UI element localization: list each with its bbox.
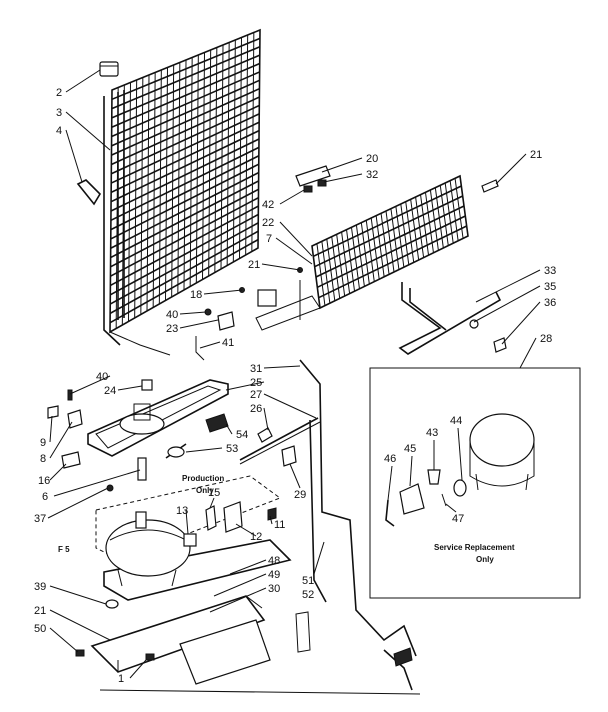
base-rule xyxy=(99,689,421,695)
callout-54: 54 xyxy=(236,429,248,441)
callout-49: 49 xyxy=(268,569,280,581)
callout-26: 26 xyxy=(250,403,262,415)
part-1-screw xyxy=(145,653,155,661)
callout-23: 23 xyxy=(166,323,178,335)
service-overload-44 xyxy=(453,479,467,497)
callout-11: 11 xyxy=(274,519,285,531)
callout-7: 7 xyxy=(266,233,272,245)
service-cap-43 xyxy=(427,469,441,485)
callout-48: 48 xyxy=(268,555,280,567)
callout-8: 8 xyxy=(40,453,46,465)
callout-9: 9 xyxy=(40,437,46,449)
frame-rail xyxy=(90,595,271,685)
service-clip-47 xyxy=(441,493,447,507)
note-production-only: Only xyxy=(196,486,214,495)
leader-lines xyxy=(47,69,541,679)
part-21-screw-top xyxy=(481,179,499,193)
callout-3: 3 xyxy=(56,107,62,119)
drain-pan xyxy=(87,379,229,457)
callout-45: 45 xyxy=(404,443,416,455)
evaporator-coil xyxy=(255,174,469,331)
note-service-replacement: Service Replacement xyxy=(434,543,515,552)
part-29-clamp xyxy=(281,445,297,467)
callout-25: 25 xyxy=(250,377,262,389)
callout-4: 4 xyxy=(56,125,62,137)
callout-20: 20 xyxy=(366,153,378,165)
callout-24: 24 xyxy=(104,385,116,397)
callout-42: 42 xyxy=(262,199,274,211)
callout-15: 15 xyxy=(208,487,220,499)
callout-32: 32 xyxy=(366,169,378,181)
part-24-fitting xyxy=(141,379,153,391)
callout-37: 37 xyxy=(34,513,46,525)
condenser-coil xyxy=(103,28,261,356)
callout-40-left: 40 xyxy=(96,371,108,383)
callout-50: 50 xyxy=(34,623,46,635)
compressor-base-plate xyxy=(95,475,292,601)
part-4-clip xyxy=(76,179,102,206)
service-wire-46 xyxy=(385,499,395,527)
service-compressor xyxy=(469,413,535,491)
compressor xyxy=(105,511,191,587)
mount-bracket xyxy=(195,267,303,361)
callout-21-bottom: 21 xyxy=(34,605,46,617)
callout-labels: 2 3 4 20 32 42 21 22 7 21 18 40 23 41 33… xyxy=(34,87,556,685)
part-40-screw xyxy=(67,389,73,401)
callout-46: 46 xyxy=(384,453,396,465)
note-fs: F 5 xyxy=(58,545,70,554)
callout-33: 33 xyxy=(544,265,556,277)
part-2-block xyxy=(99,61,119,77)
service-relay-45 xyxy=(399,483,425,515)
part-26-27-drier xyxy=(239,417,321,465)
callout-44: 44 xyxy=(450,415,462,427)
callout-16: 16 xyxy=(38,475,50,487)
part-54-relay xyxy=(205,413,229,433)
callout-13: 13 xyxy=(176,505,188,517)
callout-12: 12 xyxy=(250,531,262,543)
callout-1: 1 xyxy=(118,673,124,685)
callout-30: 30 xyxy=(268,583,280,595)
part-20-connector xyxy=(295,165,331,193)
callout-29: 29 xyxy=(294,489,306,501)
callout-27: 27 xyxy=(250,389,262,401)
notes: Production Only Service Replacement Only… xyxy=(58,474,515,564)
callout-31: 31 xyxy=(250,363,262,375)
part-50-screw xyxy=(75,649,85,657)
callout-43: 43 xyxy=(426,427,438,439)
callout-21-mid: 21 xyxy=(248,259,260,271)
part-9-8-clips xyxy=(47,405,83,469)
callout-52: 52 xyxy=(302,589,314,601)
callout-28: 28 xyxy=(540,333,552,345)
callout-21-top: 21 xyxy=(530,149,542,161)
callout-6: 6 xyxy=(42,491,48,503)
part-53-filter xyxy=(165,443,187,459)
callout-36: 36 xyxy=(544,297,556,309)
callout-47: 47 xyxy=(452,513,464,525)
callout-40-top: 40 xyxy=(166,309,178,321)
note-production: Production xyxy=(182,474,224,483)
callout-39: 39 xyxy=(34,581,46,593)
callout-2: 2 xyxy=(56,87,62,99)
callout-35: 35 xyxy=(544,281,556,293)
callout-51: 51 xyxy=(302,575,314,587)
condenser-tubing xyxy=(295,359,417,691)
service-replacement-box xyxy=(369,367,581,599)
callout-22: 22 xyxy=(262,217,274,229)
note-service-only: Only xyxy=(476,555,494,564)
part-39-grommet xyxy=(105,599,119,609)
callout-41: 41 xyxy=(222,337,234,349)
callout-18: 18 xyxy=(190,289,202,301)
callout-53: 53 xyxy=(226,443,238,455)
defrost-heater xyxy=(398,282,507,355)
